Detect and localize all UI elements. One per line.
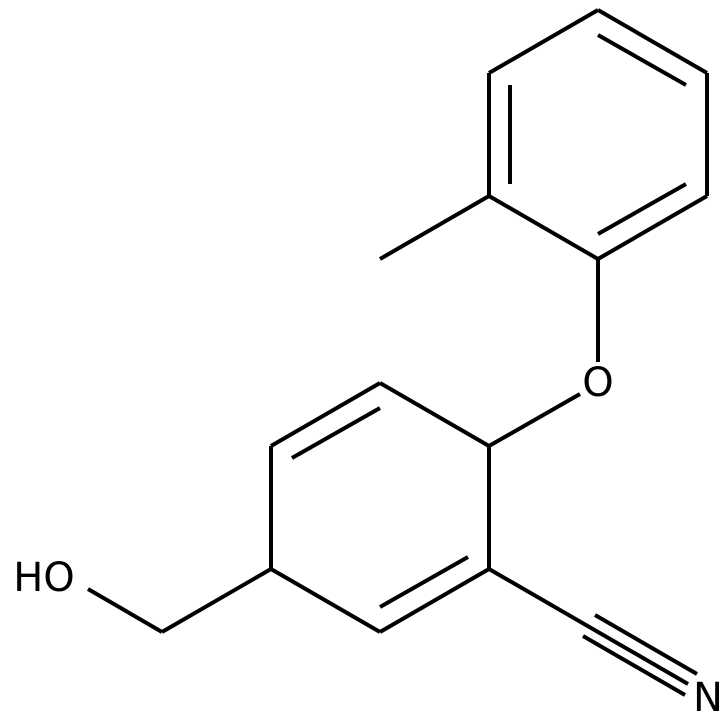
benzonitrile-ring xyxy=(269,381,491,634)
bond-ring-2 xyxy=(269,381,382,448)
bond-ring-5 xyxy=(378,567,491,634)
bond-tolyl-3 xyxy=(596,194,709,261)
bond-ring-1 xyxy=(378,381,491,448)
bond-o-benzonitrile xyxy=(488,392,581,448)
bond-tolyl-4 xyxy=(487,194,600,261)
bond-ring-5-inner xyxy=(379,555,469,609)
nitrile-triple-bond xyxy=(487,567,699,697)
atom-label-oxygen: O xyxy=(582,360,613,406)
bond-ring-4 xyxy=(269,567,382,634)
bond-tolyl-1-inner xyxy=(597,33,687,87)
bond-tolyl-6 xyxy=(487,8,600,75)
bond-nitrile-lower xyxy=(581,634,687,697)
bond-ch2-oh xyxy=(86,587,164,634)
tolyl-ring xyxy=(487,8,709,261)
bond-methyl xyxy=(378,194,491,261)
bond-tolyl-3-inner xyxy=(597,182,687,236)
bond-ch2 xyxy=(160,567,273,634)
bond-nitrile-center xyxy=(487,567,690,686)
atom-label-hydroxyl: HO xyxy=(13,555,75,601)
atom-label-nitrogen: N xyxy=(693,675,723,721)
bond-nitrile-upper xyxy=(593,613,699,676)
bond-ring-2-inner xyxy=(291,406,381,460)
bond-tolyl-1 xyxy=(596,8,709,75)
